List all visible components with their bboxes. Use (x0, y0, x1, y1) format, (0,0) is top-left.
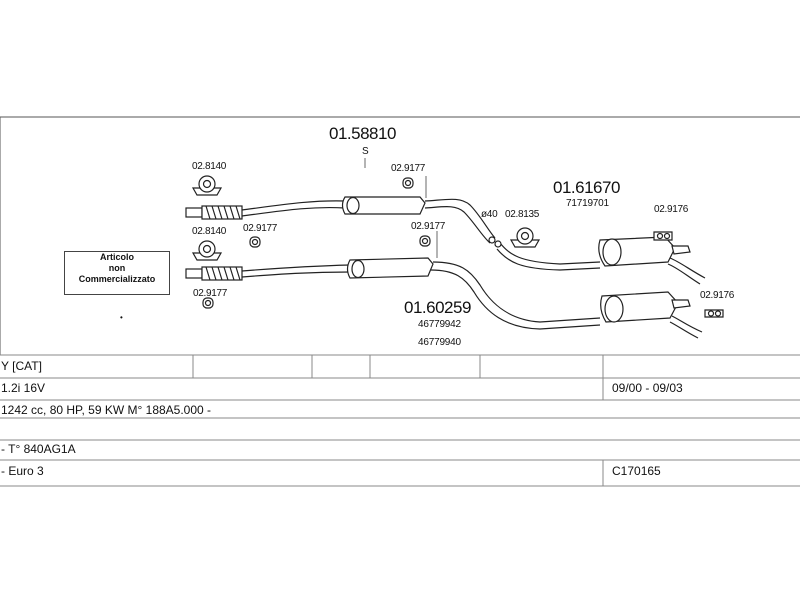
accessory-label: 02.9177 (243, 223, 278, 234)
note-line: non (108, 263, 126, 273)
oe-number-label: 46779940 (418, 337, 461, 348)
not-commercialized-note: Articolo non Commercializzato (64, 251, 170, 295)
accessory-label: 02.9176 (700, 290, 735, 301)
gasket-icon (509, 227, 541, 248)
part-number-label: 01.61670 (553, 178, 620, 197)
clamp-icons (191, 175, 724, 318)
table-row-left: Y [CAT] (1, 359, 42, 373)
rubber-hanger-icon (704, 309, 724, 318)
note-line: Articolo (99, 252, 134, 262)
oe-number-label: 71719701 (566, 198, 609, 209)
leader-lines (364, 158, 438, 258)
part-number-label: 01.60259 (404, 298, 471, 317)
gasket-icon (191, 175, 223, 196)
rubber-hanger-icon (653, 231, 673, 241)
rubber-hanger-icon (202, 297, 214, 309)
table-row-left: - T° 840AG1A (1, 442, 76, 456)
frame-lines (0, 116, 800, 355)
accessory-label: 02.8135 (505, 209, 540, 220)
dot-mark: • (120, 313, 123, 322)
diameter-label: ø40 (481, 209, 498, 220)
accessory-label: 02.8140 (192, 226, 227, 237)
table-row-right: 09/00 - 09/03 (612, 381, 683, 395)
accessory-label: 02.9177 (193, 288, 228, 299)
table-row-left: - Euro 3 (1, 464, 44, 478)
upper-exhaust-assembly (185, 196, 706, 285)
vehicle-table-grid (0, 354, 800, 487)
gasket-icon (191, 240, 223, 261)
accessory-label: 02.9177 (411, 221, 446, 232)
part-number-label: 01.58810 (329, 124, 396, 143)
part-suffix-label: S (362, 146, 369, 157)
table-row-right: C170165 (612, 464, 661, 478)
accessory-label: 02.9177 (391, 163, 426, 174)
note-line: Commercializzato (78, 274, 156, 284)
rubber-hanger-icon (419, 235, 431, 247)
lower-exhaust-assembly (185, 257, 703, 339)
rubber-hanger-icon (249, 236, 261, 248)
accessory-label: 02.8140 (192, 161, 227, 172)
oe-number-label: 46779942 (418, 319, 461, 330)
accessory-label: 02.9176 (654, 204, 689, 215)
table-row-left: 1242 cc, 80 HP, 59 KW M° 188A5.000 - (1, 403, 212, 417)
rubber-hanger-icon (402, 177, 414, 189)
pipe-ring-icon (488, 236, 502, 248)
table-row-left: 1.2i 16V (1, 381, 46, 395)
